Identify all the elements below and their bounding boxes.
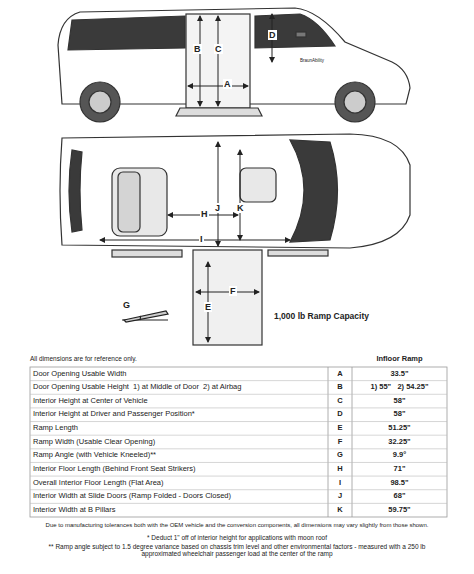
table-rule	[30, 421, 447, 422]
table-value: 58"	[352, 410, 447, 419]
dimension-letter: I	[199, 234, 204, 244]
table-rule	[30, 435, 447, 436]
dimension-letter: E	[204, 302, 212, 312]
dimension-letter: D	[268, 30, 277, 40]
column-header: Infloor Ramp	[352, 355, 447, 364]
dimension-letter: C	[214, 44, 223, 54]
table-rule	[30, 380, 447, 381]
table-letter: F	[328, 438, 352, 447]
table-cell: Interior Width at B Pillars	[33, 506, 325, 515]
footnote: * Deduct 1" off of interior height for a…	[10, 534, 464, 541]
footnote: Due to manufacturing tolerances both wit…	[10, 522, 464, 529]
table-value: 9.9°	[352, 451, 447, 460]
capacity-note: 1,000 lb Ramp Capacity	[274, 312, 394, 322]
table-cell: Interior Width at Slide Doors (Ramp Fold…	[33, 492, 325, 501]
table-value: 51.25"	[352, 424, 447, 433]
dimension-letter: F	[229, 286, 237, 296]
table-letter: K	[328, 506, 352, 515]
table-letter: I	[328, 479, 352, 488]
dimension-letter: A	[223, 79, 232, 89]
table-cell: Ramp Angle (with Vehicle Kneeled)**	[33, 451, 325, 460]
dimension-letter: G	[122, 300, 131, 310]
logo-text: BraunAbility	[300, 58, 340, 63]
table-letter: J	[328, 492, 352, 501]
table-letter: E	[328, 424, 352, 433]
table-letter: G	[328, 451, 352, 460]
table-rule	[30, 448, 447, 449]
table-rule	[30, 407, 447, 408]
table-cell: Interior Height at Center of Vehicle	[33, 397, 325, 406]
table-cell: Ramp Length	[33, 424, 325, 433]
table-value: 32.25"	[352, 438, 447, 447]
table-rule	[30, 489, 447, 490]
table-letter: D	[328, 410, 352, 419]
dimension-letter: H	[200, 209, 209, 219]
table-value: 71"	[352, 465, 447, 474]
table-letter: A	[328, 370, 352, 379]
table-cell: Door Opening Usable Width	[33, 370, 325, 379]
table-cell: Door Opening Usable Height 1) at Middle …	[33, 383, 325, 392]
table-cell: Interior Floor Length (Behind Front Seat…	[33, 465, 325, 474]
table-value: 59.75"	[352, 506, 447, 515]
table-rule	[30, 476, 447, 477]
table-value: 33.5"	[352, 370, 447, 379]
table-letter: H	[328, 465, 352, 474]
footnote: ** Ramp angle subject to 1.5 degree vari…	[30, 543, 444, 558]
reference-note: All dimensions are for reference only.	[30, 355, 230, 362]
table-letter: B	[328, 383, 352, 392]
dimension-letter: J	[214, 203, 221, 213]
table-value: 58"	[352, 397, 447, 406]
table-rule	[30, 394, 447, 395]
table-rule	[30, 462, 447, 463]
table-rule	[30, 503, 447, 504]
table-cell: Interior Height at Driver and Passenger …	[33, 410, 325, 419]
dimension-letter: K	[236, 203, 245, 213]
dimension-letter: B	[193, 44, 202, 54]
table-cell: Overall Interior Floor Length (Flat Area…	[33, 479, 325, 488]
table-value: 1) 55" 2) 54.25"	[352, 383, 447, 392]
table-letter: C	[328, 397, 352, 406]
table-cell: Ramp Width (Usable Clear Opening)	[33, 438, 325, 447]
table-value: 98.5"	[352, 479, 447, 488]
table-value: 68"	[352, 492, 447, 501]
